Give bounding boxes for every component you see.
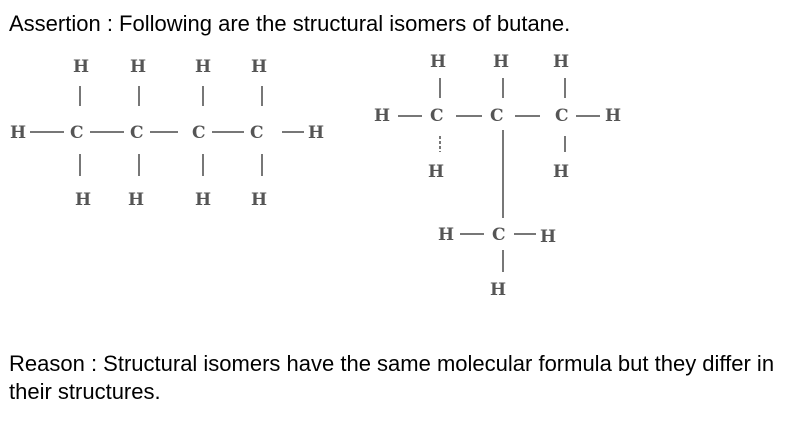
- n-butane-structure: H H H H H C C C C H H H H H: [0, 50, 340, 220]
- svg-text:H: H: [73, 57, 89, 77]
- svg-text:H: H: [430, 52, 446, 72]
- svg-text:H: H: [374, 106, 390, 126]
- svg-text:C: C: [492, 225, 506, 245]
- svg-text:H: H: [195, 57, 211, 77]
- svg-text:H: H: [605, 106, 621, 126]
- svg-text:H: H: [75, 190, 91, 210]
- svg-text:H: H: [428, 162, 444, 182]
- svg-text:C: C: [130, 123, 144, 143]
- svg-text:H: H: [195, 190, 211, 210]
- svg-text:H: H: [128, 190, 144, 210]
- svg-text:H: H: [553, 162, 569, 182]
- svg-text:C: C: [555, 106, 569, 126]
- svg-text:C: C: [250, 123, 264, 143]
- svg-text:H: H: [251, 57, 267, 77]
- reason-text: Reason : Structural isomers have the sam…: [9, 351, 775, 404]
- svg-text:H: H: [308, 123, 324, 143]
- svg-text:C: C: [490, 106, 504, 126]
- svg-text:H: H: [540, 227, 556, 247]
- svg-text:H: H: [438, 225, 454, 245]
- svg-text:C: C: [70, 123, 84, 143]
- svg-text:H: H: [10, 123, 26, 143]
- svg-text:C: C: [430, 106, 444, 126]
- svg-text:H: H: [493, 52, 509, 72]
- svg-text:H: H: [130, 57, 146, 77]
- svg-text:H: H: [553, 52, 569, 72]
- svg-text:H: H: [490, 280, 506, 300]
- svg-text:C: C: [192, 123, 206, 143]
- isobutane-structure: H H H H C C C H H H H C H H: [360, 40, 640, 310]
- svg-text:H: H: [251, 190, 267, 210]
- assertion-text: Assertion : Following are the structural…: [9, 11, 571, 36]
